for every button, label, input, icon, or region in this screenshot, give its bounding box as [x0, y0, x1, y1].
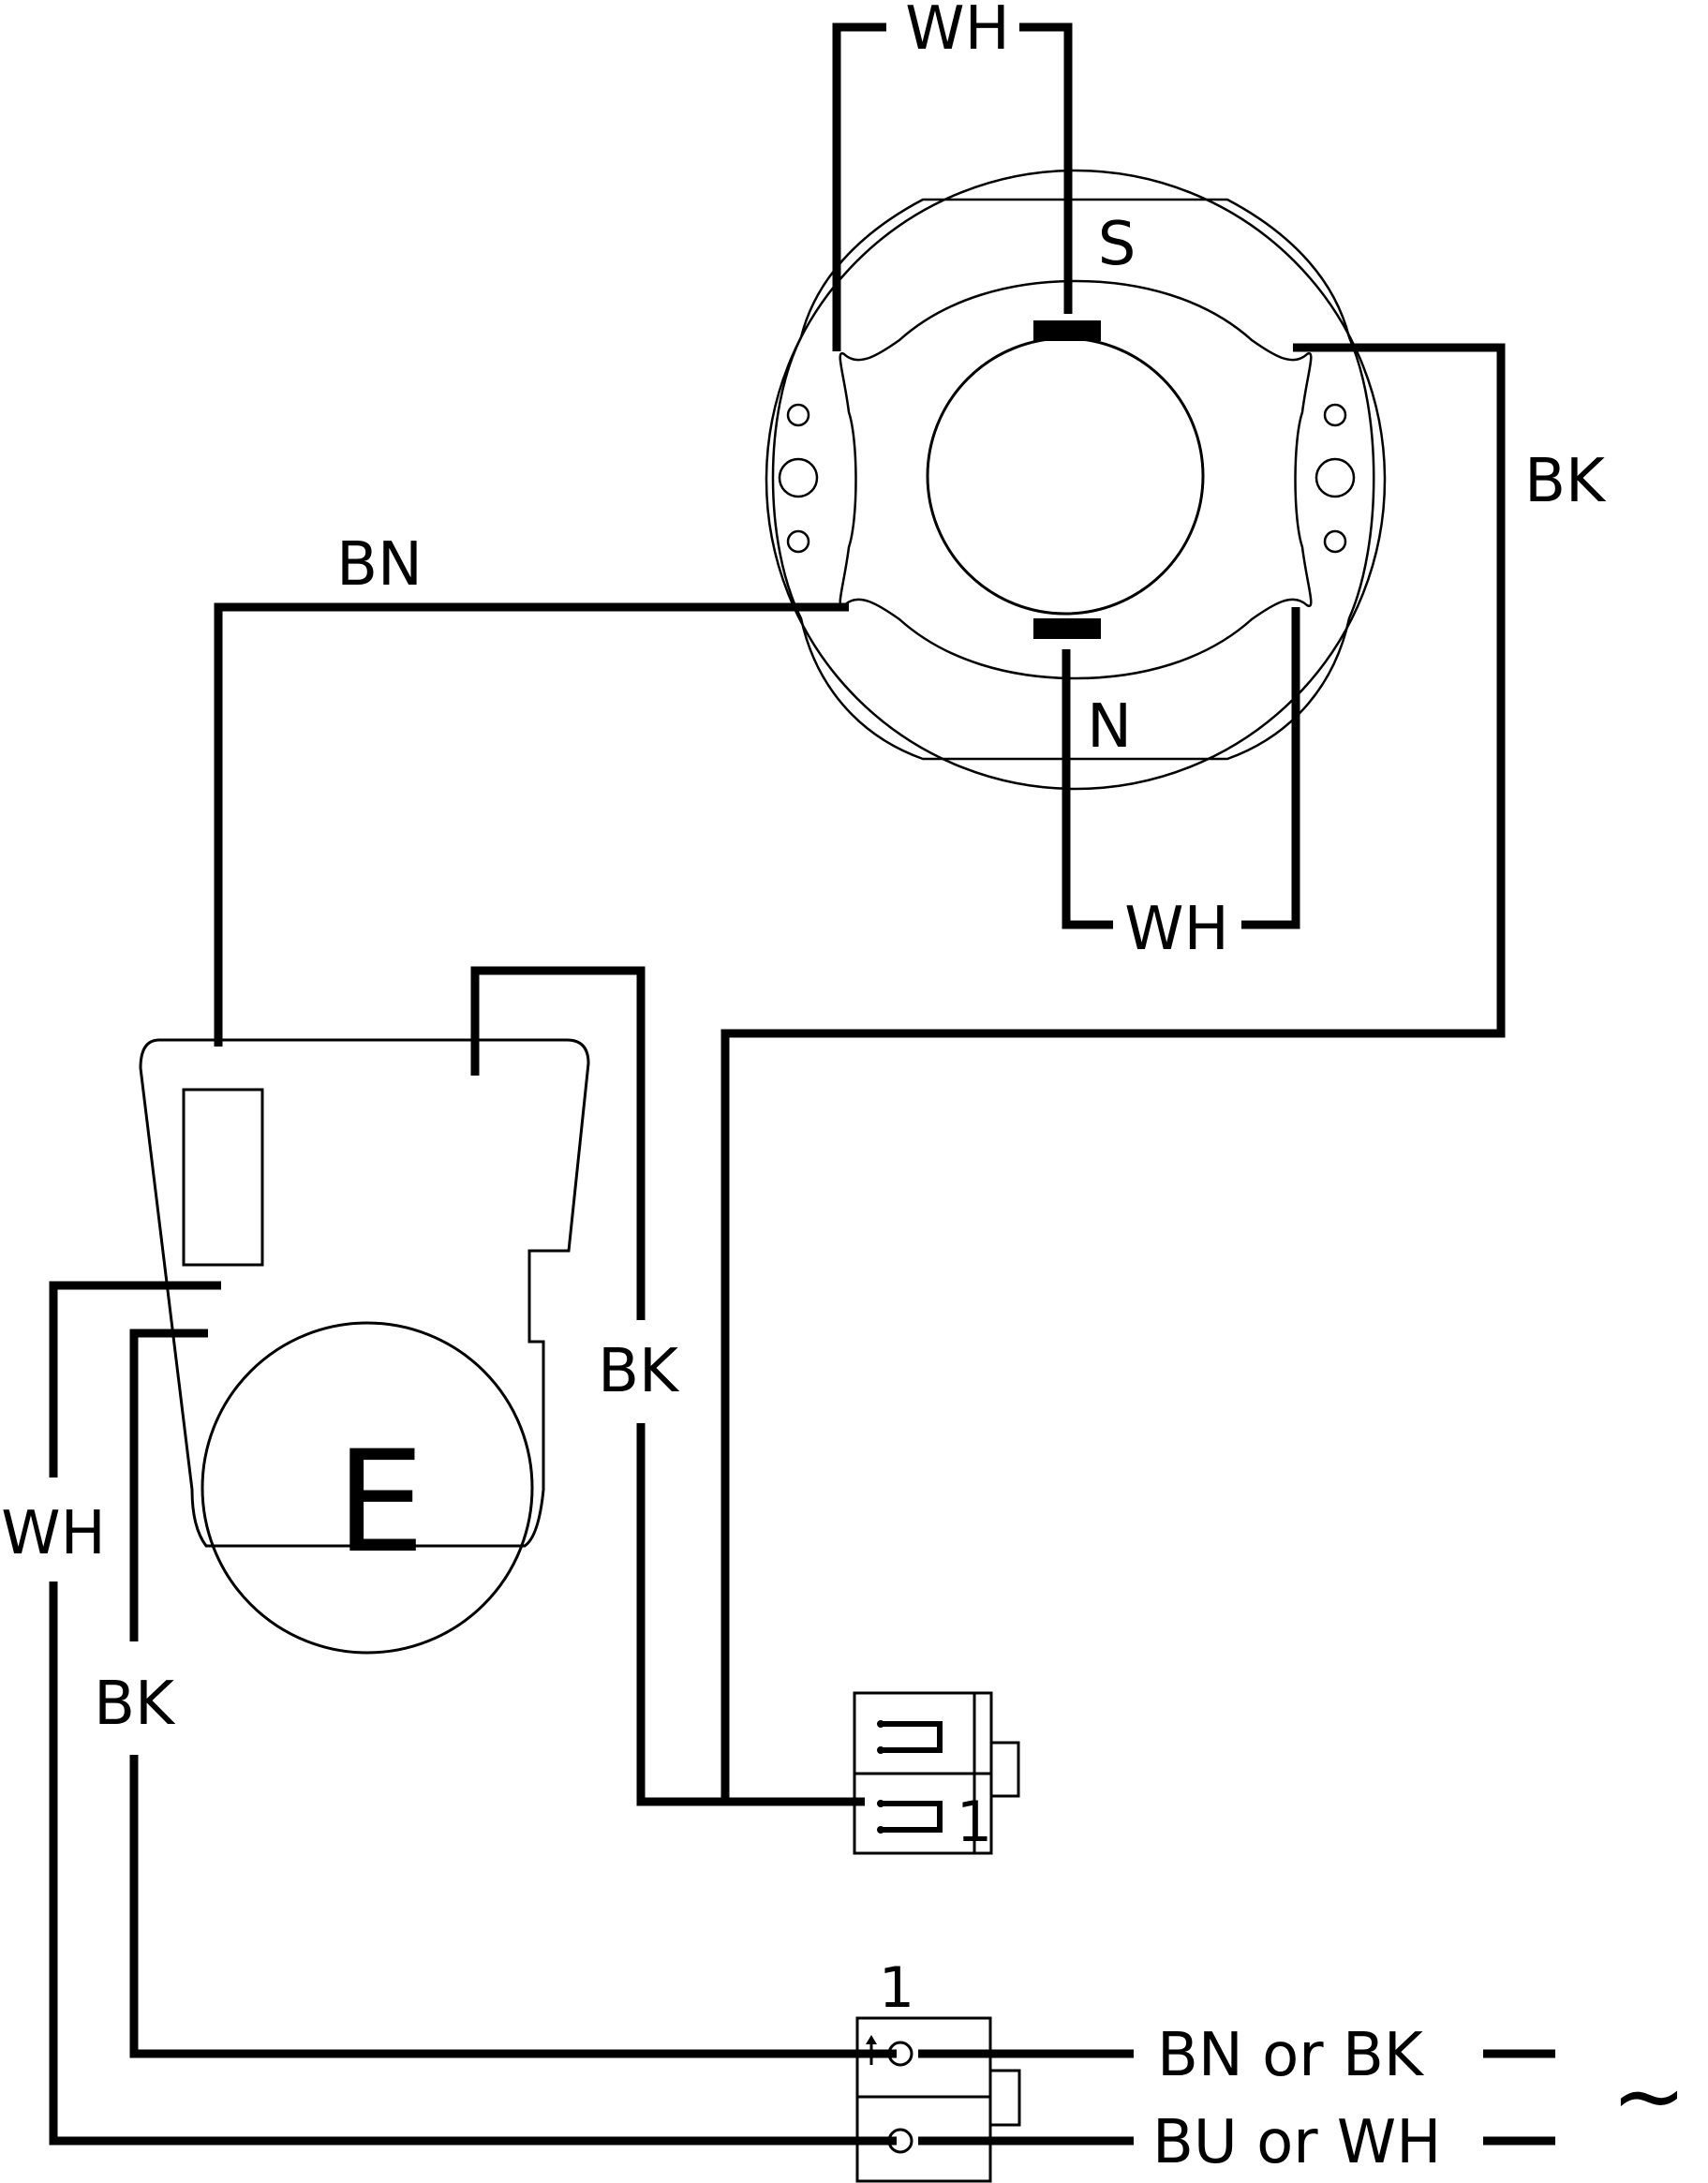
component-e-window	[182, 1088, 264, 1267]
connector-tab	[989, 1741, 1020, 1798]
connector-dot	[877, 1800, 884, 1807]
wire-wh-top-right	[1019, 22, 1073, 315]
label-wh-left: WH	[1, 1499, 105, 1568]
motor-stator	[765, 169, 1387, 791]
label-supply-1: BN or BK	[1157, 2021, 1425, 2090]
terminal-block	[855, 2016, 1021, 2183]
label-bk-right: BK	[1524, 447, 1607, 516]
south-pole-shoe	[1033, 320, 1101, 341]
wire-bk-right	[720, 343, 1506, 1802]
terminal-screw-upper	[887, 2041, 913, 2067]
wire-bk-middle-bottom	[636, 1423, 866, 1806]
wire-bk-left-top	[129, 1329, 208, 1641]
stator-inner-outline	[839, 279, 1313, 680]
connector-contact-upper	[881, 1721, 943, 1753]
wire-wh-left-top	[49, 1281, 221, 1478]
component-e-circle	[201, 1321, 534, 1655]
terminal-screw-lower	[887, 2128, 913, 2154]
connector-dot	[877, 1826, 884, 1834]
label-bn: BN	[336, 530, 423, 600]
rotor-circle	[926, 336, 1205, 616]
mounting-hole	[786, 403, 810, 427]
wires	[49, 22, 1555, 2146]
label-bk-middle: BK	[598, 1337, 680, 1406]
mounting-hole	[1323, 529, 1347, 554]
connector-contact-lower	[881, 1801, 943, 1833]
mounting-hole	[786, 529, 810, 554]
mounting-hole	[1323, 403, 1347, 427]
mounting-hole	[778, 457, 819, 498]
label-n-pole: N	[1087, 692, 1132, 762]
connector-dot	[877, 1746, 884, 1754]
label-s-pole: S	[1098, 210, 1136, 279]
label-e: E	[336, 1421, 425, 1584]
wire-bk-left-bottom	[129, 1755, 897, 2058]
component-e	[139, 1038, 590, 1655]
component-e-housing	[139, 1038, 590, 1548]
wire-wh-top-left	[832, 22, 886, 352]
label-wh-top: WH	[905, 0, 1009, 64]
connector-block	[853, 1691, 1020, 1855]
wire-wh-left-bottom	[49, 1582, 897, 2146]
wire-bn	[214, 602, 850, 1047]
terminal-arrow-mark-head	[866, 2035, 877, 2044]
mounting-holes	[778, 403, 1356, 554]
label-terminal-number-upper: 1	[879, 1955, 914, 2021]
terminal-body	[855, 2016, 992, 2183]
wire-wh-bottom-left	[1062, 648, 1113, 929]
label-connector-number: 1	[957, 1789, 992, 1855]
stator-outer-outline	[771, 198, 1375, 761]
label-ac-symbol: ~	[1611, 2043, 1686, 2148]
stator-outer-circle	[765, 169, 1387, 791]
label-wh-bottom-motor: WH	[1124, 895, 1228, 964]
connector-dot	[877, 1720, 884, 1728]
label-supply-2: BU or WH	[1152, 2108, 1441, 2177]
north-pole-shoe	[1033, 618, 1101, 639]
wire-bk-middle-top	[470, 966, 646, 1320]
wire-wh-bottom-right	[1241, 606, 1300, 929]
mounting-hole	[1314, 457, 1356, 498]
label-bk-left: BK	[94, 1670, 176, 1739]
terminal-tab	[988, 2069, 1021, 2127]
